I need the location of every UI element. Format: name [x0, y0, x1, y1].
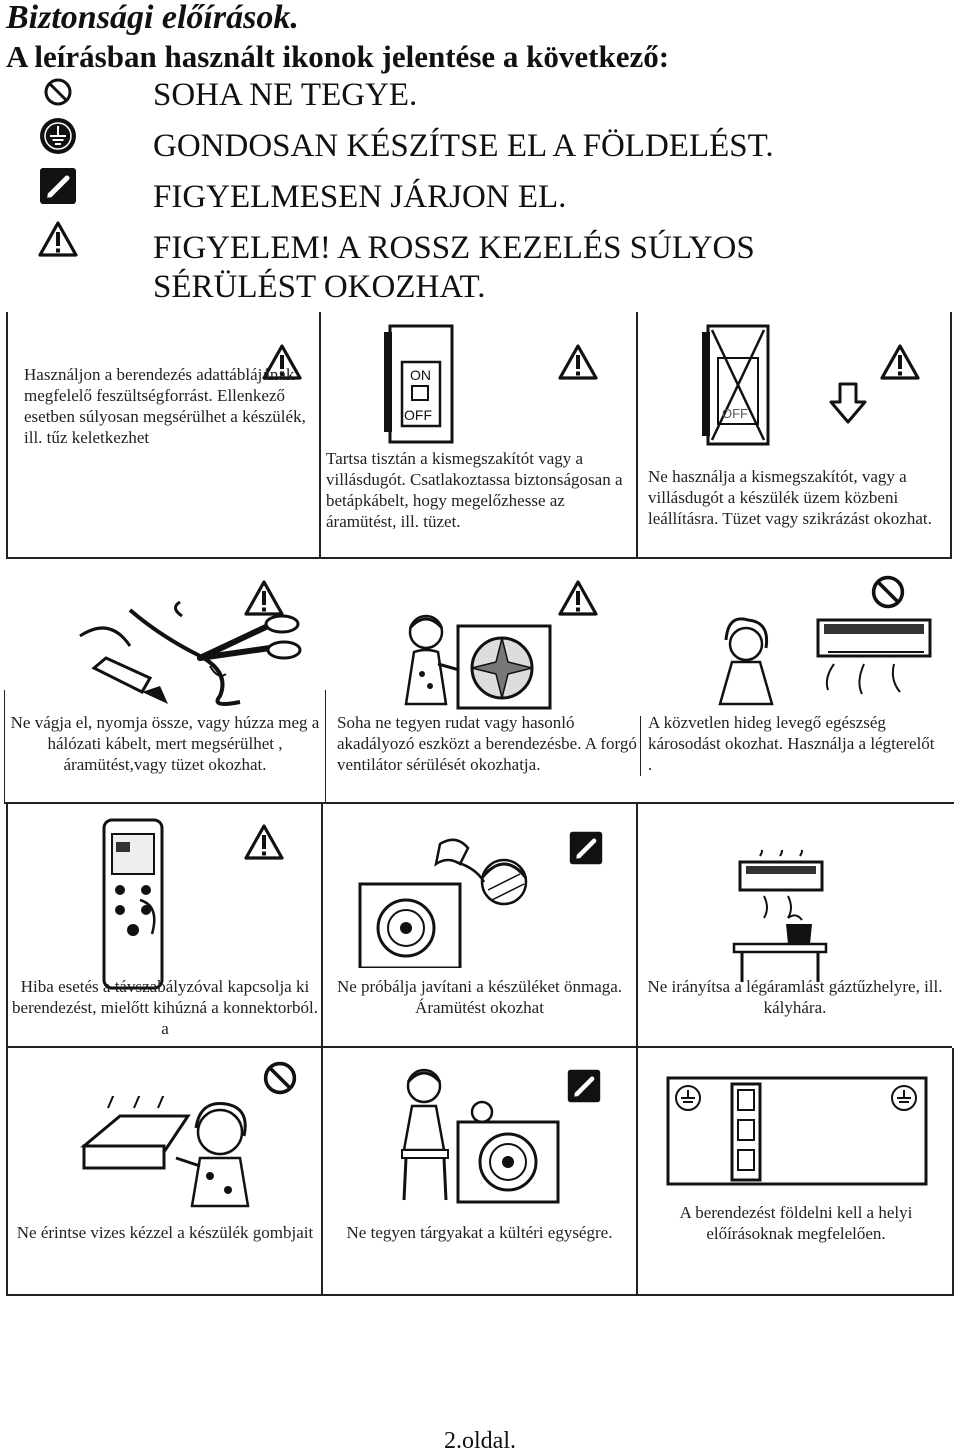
down-arrow-icon	[829, 382, 867, 424]
warning-triangle-icon	[38, 221, 78, 257]
grid-line	[4, 690, 5, 802]
grid-line	[6, 557, 952, 559]
grid-line	[636, 1048, 638, 1296]
legend-grounding: GONDOSAN KÉSZÍTSE EL A FÖLDELÉST.	[153, 128, 774, 164]
page-title: Biztonsági előírások.	[6, 0, 299, 36]
caution-pen-icon	[569, 831, 603, 865]
warning-triangle-icon	[558, 344, 598, 380]
wet-hands-illustration	[80, 1096, 250, 1208]
ground-icon	[40, 118, 76, 154]
grid-line	[6, 1046, 952, 1048]
grid-line	[325, 690, 326, 802]
cell-fan-text: Soha ne tegyen rudat vagy hasonló akadál…	[337, 713, 637, 774]
prohibition-icon	[44, 78, 72, 106]
grid-line	[636, 804, 638, 1046]
girl-ac-airflow-illustration	[718, 617, 932, 706]
breaker-switch-illustration: ON OFF	[384, 324, 454, 444]
grid-line	[4, 802, 954, 804]
grid-line	[636, 312, 638, 558]
cell-remote-text: Hiba esetés a távszabályzóval kapcsolja …	[12, 977, 318, 1038]
caution-pen-icon	[40, 168, 76, 204]
grid-line	[321, 804, 323, 1046]
grounding-panel-illustration	[666, 1076, 928, 1186]
switch-on-label: ON	[410, 367, 431, 383]
warning-triangle-icon	[880, 344, 920, 380]
switch-off-label: OFF	[404, 407, 432, 423]
cell-cold-air-text: A közvetlen hideg levegő egészség károso…	[648, 713, 935, 774]
outdoor-unit-objects-illustration	[401, 1068, 560, 1204]
grid-line	[640, 716, 641, 776]
grid-line	[952, 1048, 954, 1296]
grid-line	[6, 1048, 8, 1296]
cell-objects-text: Ne tegyen tárgyakat a kültéri egységre.	[346, 1223, 613, 1242]
grid-line	[6, 1294, 954, 1296]
legend-never-do: SOHA NE TEGYE.	[153, 77, 418, 113]
grid-line	[319, 312, 321, 558]
warning-triangle-icon	[558, 580, 598, 616]
cell-clean-breaker-text: Tartsa tisztán a kismegszakítót vagy a v…	[326, 449, 623, 531]
grid-line	[6, 804, 8, 1046]
prohibition-icon	[263, 1061, 297, 1095]
grid-line	[950, 312, 952, 558]
grid-line	[321, 1048, 323, 1296]
ac-over-stove-illustration	[732, 850, 828, 982]
repair-shock-illustration	[358, 838, 528, 968]
girl-fan-illustration	[404, 614, 552, 710]
cell-repair-text: Ne próbálja javítani a készüléket önmaga…	[336, 977, 623, 1017]
cable-cutting-illustration	[79, 600, 302, 706]
legend-warning-line2: SÉRÜLÉST OKOZHAT.	[153, 269, 486, 305]
cell-no-switch-off-text: Ne használja a kismegszakítót, vagy a vi…	[648, 467, 932, 528]
warning-triangle-icon	[244, 824, 284, 860]
legend-warning: FIGYELEM! A ROSSZ KEZELÉS SÚLYOS	[153, 230, 755, 266]
caution-pen-icon	[567, 1069, 601, 1103]
intro-text: A leírásban használt ikonok jelentése a …	[6, 39, 670, 74]
cell-cable-text: Ne vágja el, nyomja össze, vagy húzza me…	[10, 713, 320, 774]
legend-careful: FIGYELMESEN JÁRJON EL.	[153, 179, 567, 215]
cell-grounding-text: A berendezést földelni kell a helyi előí…	[679, 1203, 913, 1243]
cell-voltage-text: Használjon a berendezés adattáblájának m…	[24, 365, 306, 447]
breaker-crossed-illustration: OFF	[702, 324, 770, 446]
switch-off-label: OFF	[722, 406, 748, 421]
cell-wet-hands-text: Ne érintse vizes kézzel a készülék gombj…	[16, 1223, 314, 1242]
remote-control-illustration	[102, 818, 164, 990]
grid-line	[6, 312, 8, 558]
page-number: 2.oldal.	[444, 1428, 516, 1454]
cell-stove-text: Ne irányítsa a légáramlást gáztűzhelyre,…	[647, 977, 943, 1017]
